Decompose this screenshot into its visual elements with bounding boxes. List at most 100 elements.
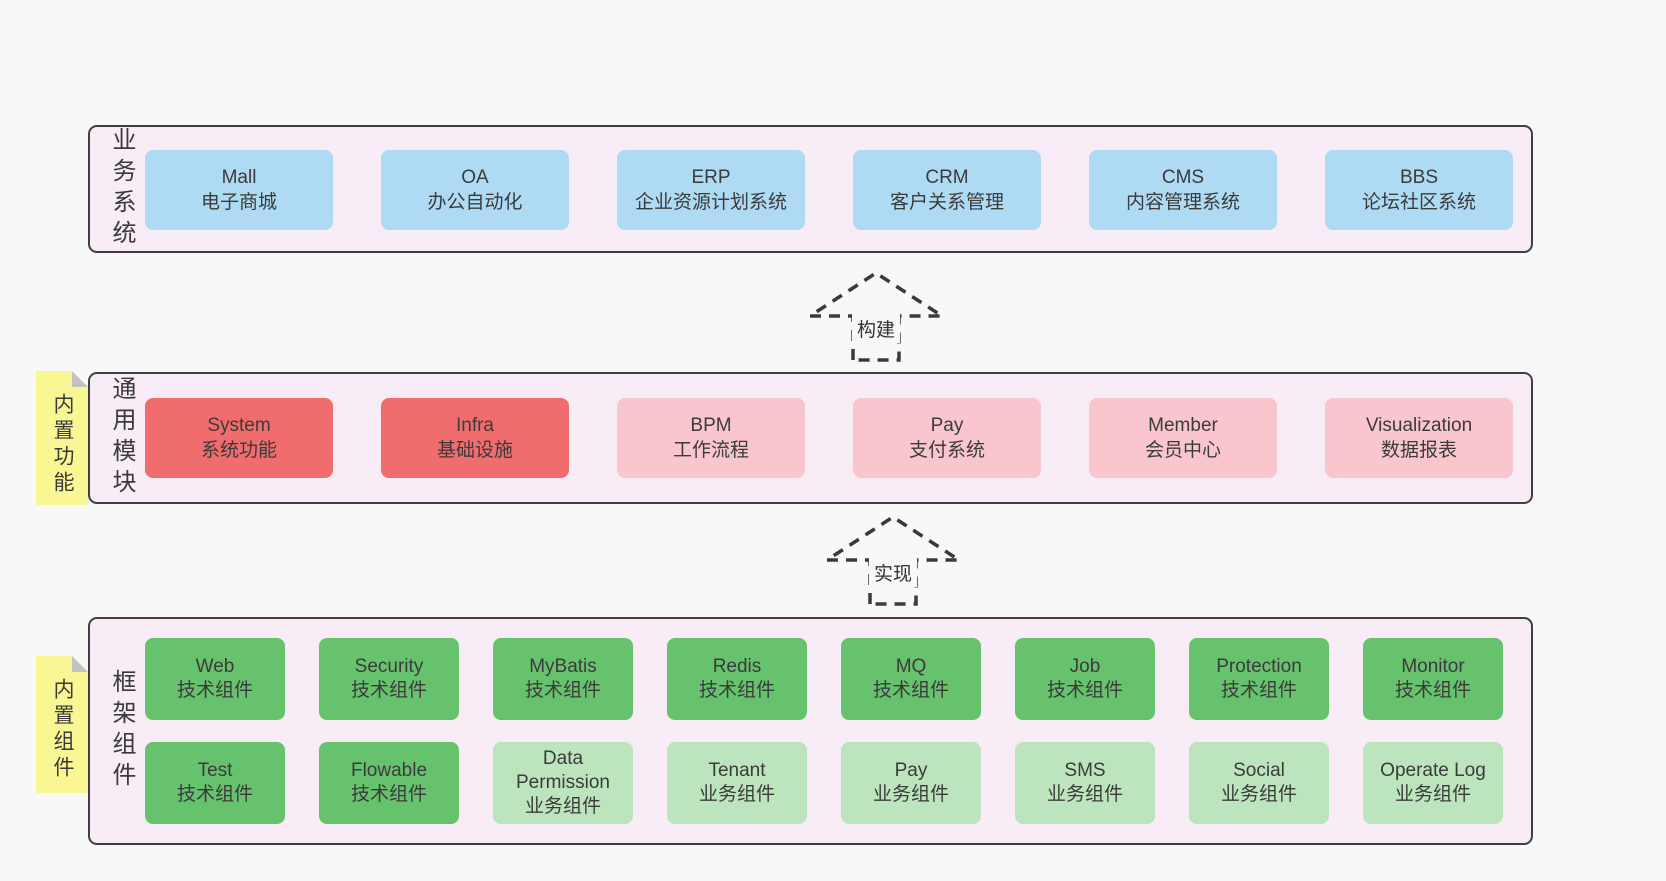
module-visualization: Visualization 数据报表	[1325, 398, 1513, 478]
module-title: ERP	[691, 167, 731, 188]
module-pay: Pay 业务组件	[841, 742, 981, 824]
arrow-build-label: 构建	[851, 314, 901, 343]
module-web: Web 技术组件	[145, 638, 285, 720]
layer-business-label: 业务系统	[108, 127, 135, 251]
module-subtitle: 技术组件	[350, 784, 427, 805]
module-subtitle: 技术组件	[524, 680, 601, 701]
folded-corner-icon	[72, 656, 88, 672]
module-sms: SMS 业务组件	[1015, 742, 1155, 824]
module-title: System	[207, 415, 271, 436]
module-operate-log: Operate Log 业务组件	[1363, 742, 1503, 824]
box-row: Test 技术组件 Flowable 技术组件 Data Permission 业务组件 T…	[145, 742, 1503, 824]
module-subtitle: 基础设施	[436, 440, 513, 461]
module-title: BBS	[1399, 167, 1439, 188]
module-subtitle: 支付系统	[908, 440, 985, 461]
module-subtitle: 客户关系管理	[889, 192, 1004, 213]
module-title: MyBatis	[529, 656, 597, 677]
module-system: System 系统功能	[145, 398, 333, 478]
module-subtitle: 业务组件	[1046, 784, 1123, 805]
note-built-in-features-label: 内置功能	[51, 393, 74, 497]
module-subtitle: 技术组件	[698, 680, 775, 701]
note-built-in-components: 内置组件	[36, 656, 88, 793]
module-subtitle: 业务组件	[524, 796, 601, 817]
module-title: Flowable	[350, 760, 428, 781]
module-pay: Pay 支付系统	[853, 398, 1041, 478]
module-crm: CRM 客户关系管理	[853, 150, 1041, 230]
module-title: Tenant	[708, 760, 766, 781]
module-title: Monitor	[1401, 656, 1465, 677]
layer-framework-label: 框架组件	[108, 669, 135, 793]
module-title: Data Permission	[516, 748, 610, 793]
module-erp: ERP 企业资源计划系统	[617, 150, 805, 230]
module-title: Security	[354, 656, 424, 677]
module-subtitle: 业务组件	[1394, 784, 1471, 805]
module-redis: Redis 技术组件	[667, 638, 807, 720]
module-monitor: Monitor 技术组件	[1363, 638, 1503, 720]
module-subtitle: 会员中心	[1144, 440, 1221, 461]
module-member: Member 会员中心	[1089, 398, 1277, 478]
note-built-in-features: 内置功能	[36, 371, 88, 505]
module-social: Social 业务组件	[1189, 742, 1329, 824]
module-security: Security 技术组件	[319, 638, 459, 720]
module-subtitle: 技术组件	[350, 680, 427, 701]
module-job: Job 技术组件	[1015, 638, 1155, 720]
module-bbs: BBS 论坛社区系统	[1325, 150, 1513, 230]
module-title: Pay	[894, 760, 928, 781]
module-subtitle: 技术组件	[1046, 680, 1123, 701]
module-subtitle: 业务组件	[872, 784, 949, 805]
module-mybatis: MyBatis 技术组件	[493, 638, 633, 720]
module-subtitle: 系统功能	[200, 440, 277, 461]
module-data-permission: Data Permission 业务组件	[493, 742, 633, 824]
module-subtitle: 工作流程	[672, 440, 749, 461]
module-title: Operate Log	[1380, 760, 1486, 781]
arrow-implement-label: 实现	[868, 558, 918, 587]
module-subtitle: 数据报表	[1380, 440, 1457, 461]
layer-modules-label: 通用模块	[108, 376, 135, 500]
module-subtitle: 技术组件	[1394, 680, 1471, 701]
module-title: Test	[197, 760, 233, 781]
module-subtitle: 企业资源计划系统	[634, 192, 787, 213]
arrow-up-icon	[823, 514, 963, 606]
arrow-up-icon	[806, 270, 946, 362]
module-subtitle: 技术组件	[872, 680, 949, 701]
module-title: SMS	[1064, 760, 1106, 781]
module-test: Test 技术组件	[145, 742, 285, 824]
module-title: Web	[195, 656, 235, 677]
module-subtitle: 内容管理系统	[1125, 192, 1240, 213]
module-title: CRM	[925, 167, 969, 188]
module-infra: Infra 基础设施	[381, 398, 569, 478]
module-title: Social	[1233, 760, 1285, 781]
arrow-build: 构建	[806, 270, 946, 362]
note-built-in-components-label: 内置组件	[51, 678, 74, 782]
module-subtitle: 技术组件	[176, 784, 253, 805]
module-title: OA	[461, 167, 489, 188]
module-title: Member	[1148, 415, 1218, 436]
module-subtitle: 论坛社区系统	[1361, 192, 1476, 213]
module-title: Job	[1069, 656, 1101, 677]
module-title: Redis	[712, 656, 762, 677]
module-title: Protection	[1216, 656, 1302, 677]
module-title: Pay	[930, 415, 964, 436]
folded-corner-icon	[72, 371, 88, 387]
module-title: Infra	[455, 415, 495, 436]
module-oa: OA 办公自动化	[381, 150, 569, 230]
module-subtitle: 业务组件	[1220, 784, 1297, 805]
module-title: Visualization	[1365, 415, 1473, 436]
module-title: MQ	[895, 656, 927, 677]
module-flowable: Flowable 技术组件	[319, 742, 459, 824]
module-subtitle: 办公自动化	[427, 192, 523, 213]
module-title: Mall	[221, 167, 257, 188]
module-subtitle: 技术组件	[176, 680, 253, 701]
